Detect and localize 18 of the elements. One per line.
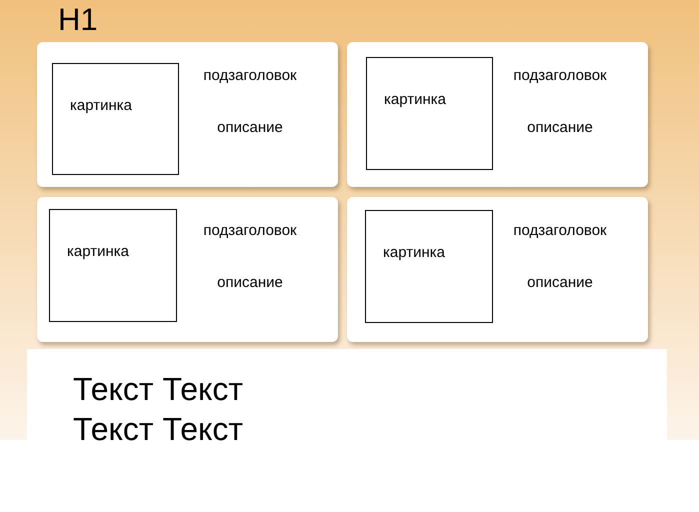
body-text: Текст Текст Текст Текст xyxy=(73,370,244,449)
description: описание xyxy=(217,119,283,136)
card xyxy=(347,42,648,187)
subheading: подзаголовок xyxy=(203,222,297,239)
image-placeholder-field: картинка xyxy=(52,63,179,175)
card xyxy=(347,197,648,342)
description: описание xyxy=(527,119,593,136)
description: описание xyxy=(217,274,283,291)
card xyxy=(37,197,338,342)
subheading: подзаголовок xyxy=(203,67,297,84)
image-placeholder-field: картинка xyxy=(366,57,493,170)
subheading: подзаголовок xyxy=(513,67,607,84)
card xyxy=(37,42,338,187)
image-placeholder-field: картинка xyxy=(49,209,177,322)
page-heading: H1 xyxy=(58,2,98,38)
subheading: подзаголовок xyxy=(513,222,607,239)
image-placeholder-field: картинка xyxy=(365,210,493,323)
description: описание xyxy=(527,274,593,291)
